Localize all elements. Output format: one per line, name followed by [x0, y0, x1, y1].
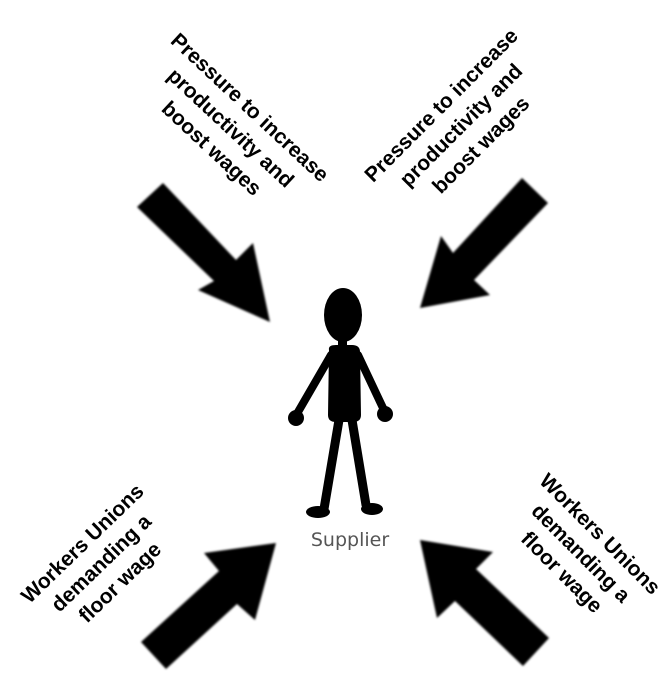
arrow-top-left — [137, 183, 270, 322]
figure-neck — [338, 338, 347, 350]
figure-head — [324, 288, 362, 342]
unions-label-bottom-right: Workers Unions demanding a floor wage — [516, 469, 664, 617]
figure-torso — [328, 345, 361, 422]
arrow-bottom-left-shape — [141, 543, 276, 669]
pressure-top-left-line-1: Pressure to increase — [166, 29, 333, 187]
arrow-bottom-left — [141, 543, 276, 669]
pressure-top-right-line-1: Pressure to increase — [360, 24, 522, 186]
figure-left-foot — [306, 506, 330, 518]
arrow-top-right-shape — [420, 178, 548, 308]
arrow-bottom-right-shape — [420, 540, 549, 666]
figure-right-arm — [354, 351, 387, 412]
figure-left-leg — [319, 415, 344, 514]
figure-right-foot — [361, 503, 383, 515]
unions-label-bottom-left: Workers Unions demanding a floor wage — [17, 480, 166, 628]
figure-right-leg — [347, 415, 371, 510]
supplier-label: Supplier — [311, 529, 389, 551]
figure-right-hand — [377, 406, 393, 422]
arrow-bottom-right — [420, 540, 549, 666]
arrow-top-left-shape — [137, 183, 270, 322]
supplier-figure-icon — [288, 288, 393, 518]
figure-left-arm — [294, 351, 335, 416]
arrow-top-right — [420, 178, 548, 308]
figure-left-hand — [288, 410, 304, 426]
